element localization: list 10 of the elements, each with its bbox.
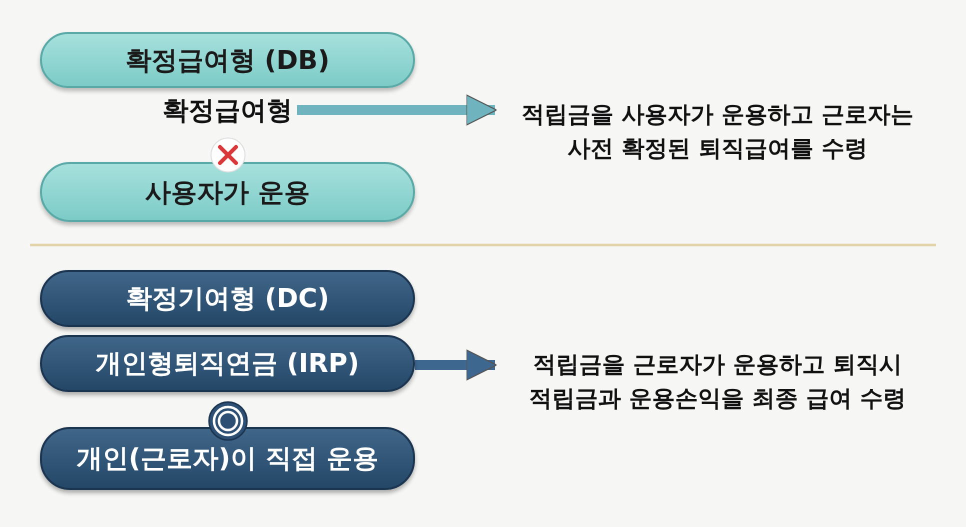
arrow <box>297 94 498 126</box>
description-text: 적립금을 사용자가 운용하고 근로자는 사전 확정된 퇴직급여를 수령 <box>495 88 940 176</box>
arrow <box>415 349 498 381</box>
description-text: 적립금을 근로자가 운용하고 퇴직시 적립금과 운용손익을 최종 급여 수령 <box>495 338 940 426</box>
pill-box: 사용자가 운용 <box>40 162 415 222</box>
pill-box: 확정급여형 (DB) <box>40 32 415 88</box>
pill-box: 확정기여형 (DC) <box>40 270 415 327</box>
pill-box: 개인형퇴직연금 (IRP) <box>40 335 415 392</box>
pill-box: 개인(근로자)이 직접 운용 <box>40 427 415 490</box>
plan-text: 확정급여형 <box>158 90 297 130</box>
